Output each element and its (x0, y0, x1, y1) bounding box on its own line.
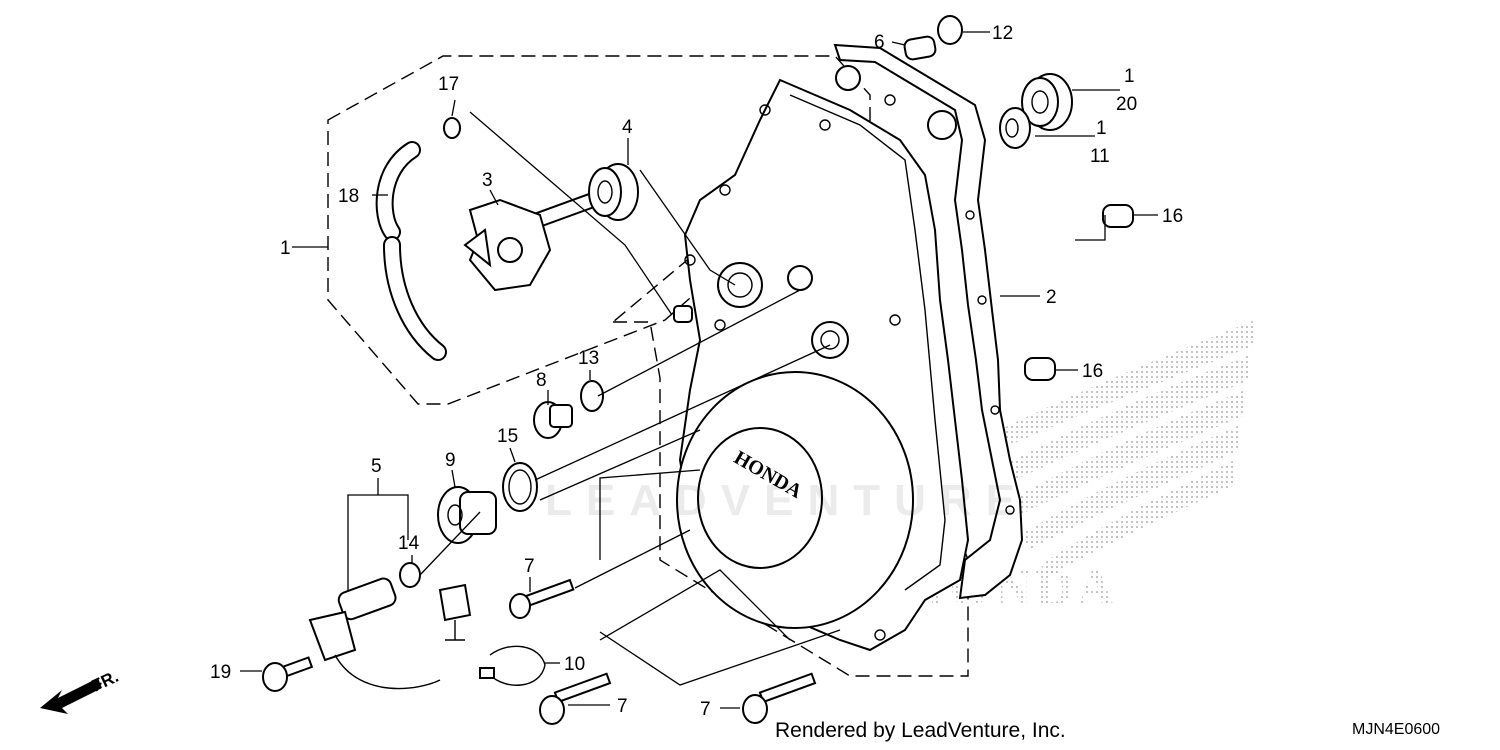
label-7-upper: 7 (524, 556, 535, 577)
label-3: 3 (482, 170, 493, 191)
label-19: 19 (210, 662, 231, 683)
cover-plug-boss (787, 265, 813, 291)
gasket-part-2 (833, 43, 1024, 600)
plug-part-9 (437, 486, 497, 544)
label-2: 2 (1046, 287, 1057, 308)
sensor-part-5 (308, 577, 472, 690)
check-bolt-part-8 (533, 401, 573, 439)
clip-part-17 (443, 117, 461, 139)
o-ring-part-15-inner (508, 469, 532, 505)
wire-clamp-part-10 (489, 645, 546, 686)
cover-filler-hole (820, 330, 840, 350)
o-ring-part-14 (399, 562, 421, 588)
label-10: 10 (564, 654, 585, 675)
bolt-part-19 (262, 656, 314, 692)
bearing-part-11 (999, 107, 1031, 149)
dowel-pin-part-16-lower (1024, 357, 1056, 381)
oil-seal-part-4 (588, 163, 639, 221)
o-ring-part-13 (580, 380, 604, 412)
label-11: 11 (1090, 146, 1110, 167)
front-direction-arrow: FR. (40, 667, 122, 714)
dowel-pin-part-6 (903, 35, 937, 61)
cover-shaft-hole (727, 272, 753, 298)
diagram-code: MJN4E0600 (1352, 721, 1441, 738)
hose-part-18-upper-fill (377, 143, 419, 239)
stud-bolt (673, 305, 693, 323)
wire-clamp-tab (479, 667, 495, 679)
label-9: 9 (445, 450, 456, 471)
dowel-pin-part-16-upper (1102, 204, 1134, 228)
leadventure-watermark: LEADVENTURE (545, 476, 1030, 525)
bolt-part-7-upper (509, 578, 575, 619)
bearing-part-20 (1021, 73, 1073, 131)
cover-bearing-boss (927, 110, 957, 140)
label-13: 13 (578, 348, 599, 369)
label-16-upper: 16 (1162, 206, 1183, 227)
label-18: 18 (338, 186, 359, 207)
bolt-part-7-lower-right (742, 672, 817, 724)
o-ring-part-12 (937, 15, 963, 45)
label-15: 15 (497, 426, 518, 447)
cover-shaft-boss (717, 262, 763, 308)
label-12: 12 (992, 23, 1013, 44)
label-20: 20 (1116, 94, 1137, 115)
label-17: 17 (438, 74, 459, 95)
cover-filler-boss (811, 321, 849, 359)
label-1-mid: 1 (1096, 118, 1107, 139)
bolt-part-7-lower-left (539, 672, 612, 725)
flange-bolt-holes (684, 94, 1015, 641)
leader-lines (240, 31, 1158, 709)
impeller-shaft-part-3 (463, 188, 606, 292)
label-5: 5 (371, 456, 382, 477)
label-7-lower-right: 7 (700, 699, 711, 720)
label-4: 4 (622, 117, 633, 138)
label-7-lower-left: 7 (617, 696, 628, 717)
label-6: 6 (874, 32, 885, 53)
part-labels: 17 18 1 3 4 6 12 1 20 1 11 16 2 16 8 13 … (210, 23, 1183, 720)
credit-text: Rendered by LeadVenture, Inc. (775, 719, 1066, 742)
clutch-cover-logo-plate (697, 427, 823, 569)
honda-wing-watermark (1000, 320, 1255, 575)
label-16-lower: 16 (1082, 361, 1103, 382)
cover-upper-boss (835, 65, 861, 91)
label-14: 14 (398, 533, 420, 554)
label-1-left: 1 (280, 238, 291, 259)
cover-assembly-boundary (611, 118, 969, 677)
label-8: 8 (536, 370, 547, 391)
hose-part-18-lower-fill (385, 238, 445, 359)
cover-inner-edge (789, 94, 946, 591)
label-1-top: 1 (1124, 66, 1135, 87)
